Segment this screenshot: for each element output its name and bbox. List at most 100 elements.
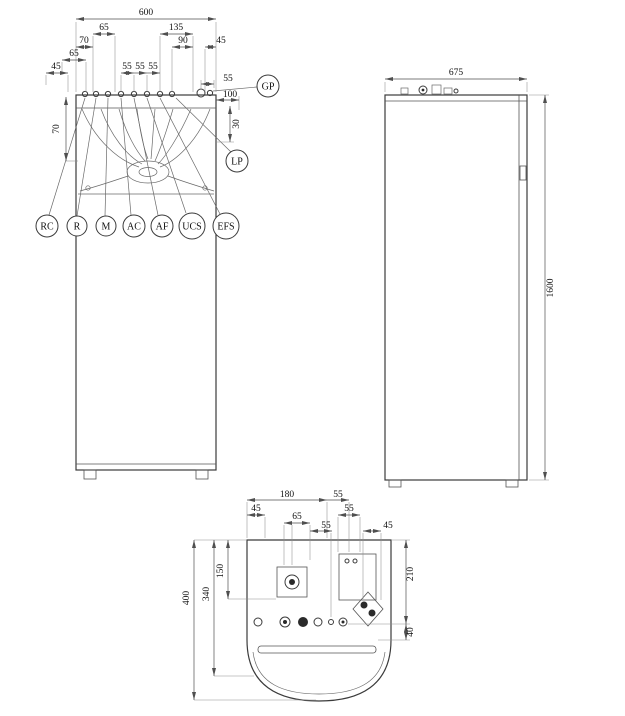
plan-dim-45-b: 45: [363, 521, 393, 533]
side-cabinet-outline: [384, 94, 528, 488]
plan-dim-40: 40: [404, 624, 416, 640]
plan-dim-65: 65: [284, 512, 310, 525]
plan-front-slot: [257, 645, 377, 654]
side-cabinet-body: [384, 94, 528, 481]
port-label-ucs-text: UCS: [182, 222, 201, 233]
port-label-ac-text: AC: [127, 222, 141, 233]
port-label-gp-text: GP: [262, 82, 275, 93]
port-label-efs: EFS: [212, 212, 240, 240]
port-label-r-text: R: [74, 222, 81, 233]
front-left-foot: [83, 469, 97, 480]
front-dim-70-top-value: 70: [79, 36, 89, 46]
port-label-rc-text: RC: [40, 222, 54, 233]
plan-extension-lines: [194, 502, 410, 701]
side-top-fittings: [400, 84, 459, 95]
front-dim-45-right: 45: [205, 36, 226, 49]
front-dim-30-value: 30: [232, 119, 242, 129]
plan-dim-400: 400: [182, 540, 196, 700]
plan-components: [253, 553, 384, 628]
plan-dim-55-b: 55: [338, 504, 360, 517]
plan-dim-180-value: 180: [280, 490, 295, 500]
port-label-ac: AC: [122, 214, 146, 238]
plan-view: 180 55 45 55 65 55: [182, 490, 416, 702]
front-dim-100: 100: [216, 90, 239, 102]
side-right-foot: [505, 479, 519, 488]
port-label-m: M: [95, 215, 117, 237]
port-label-r: R: [66, 215, 88, 237]
plan-dim-55-c: 55: [310, 521, 332, 533]
side-dim-1600-value: 1600: [546, 278, 556, 297]
front-dim-100-value: 100: [223, 90, 238, 100]
plan-body: [246, 539, 392, 702]
plan-dim-65-value: 65: [292, 512, 302, 522]
port-label-efs-text: EFS: [217, 222, 234, 233]
side-dim-1600: 1600: [543, 95, 556, 480]
front-port-labels: GP LP RC R M AC: [35, 74, 280, 240]
front-dim-55-triple: 55 55 55: [121, 62, 160, 75]
side-dim-675: 675: [385, 68, 527, 81]
front-dim-65-left-value: 65: [69, 49, 79, 59]
plan-dim-180: 180: [247, 490, 327, 502]
front-dim-30: 30: [228, 106, 242, 142]
front-dimensions: 600 65 135 70 90 45: [46, 8, 242, 161]
front-dim-55-gp: 55: [201, 74, 233, 86]
front-dim-65-top: 65: [93, 23, 115, 36]
plan-dim-150: 150: [216, 540, 230, 599]
plan-diamond-plate: [352, 591, 384, 627]
front-dim-65-top-value: 65: [99, 23, 109, 33]
port-label-af-text: AF: [156, 222, 169, 233]
front-dim-45-left: 45: [46, 62, 68, 75]
plan-dim-210: 210: [404, 540, 416, 624]
plan-dim-340: 340: [202, 540, 216, 676]
side-dimensions: 675 1600: [385, 68, 556, 480]
plan-dim-45-a-value: 45: [251, 504, 261, 514]
front-dim-65-left: 65: [62, 49, 86, 62]
front-dim-70-side: 70: [52, 97, 68, 161]
port-label-ucs: UCS: [178, 212, 206, 240]
plan-dim-55-b-value: 55: [344, 504, 354, 514]
plan-outline: [246, 539, 392, 702]
front-dim-90: 90: [172, 36, 193, 49]
port-label-rc: RC: [35, 214, 59, 238]
port-label-m-text: M: [102, 222, 111, 233]
front-dim-70-side-value: 70: [52, 124, 62, 134]
port-label-af: AF: [150, 214, 174, 238]
port-label-gp: GP: [256, 74, 280, 98]
plan-dim-40-value: 40: [406, 627, 416, 637]
front-cabinet-body: [75, 94, 217, 471]
front-dim-55-gp-value: 55: [223, 74, 233, 84]
plan-dim-45-b-value: 45: [383, 521, 393, 531]
front-view: GP LP RC R M AC: [35, 8, 280, 480]
front-dim-55-a-value: 55: [122, 62, 132, 72]
front-dim-600-value: 600: [139, 8, 154, 18]
plan-dim-210-value: 210: [406, 567, 416, 582]
plan-junction-box: [276, 566, 308, 598]
front-dim-135-value: 135: [169, 23, 184, 33]
plan-inner-curve: [252, 651, 386, 695]
side-hinge-detail: [519, 165, 527, 181]
port-label-lp: LP: [225, 149, 249, 173]
front-dim-135: 135: [160, 23, 193, 36]
plan-dim-55-c-value: 55: [321, 521, 331, 531]
plan-dim-55-a: 55: [327, 490, 349, 502]
front-dim-55-c-value: 55: [148, 62, 158, 72]
front-dim-45-right-value: 45: [216, 36, 226, 46]
side-view: 675 1600: [384, 68, 556, 488]
side-dim-675-value: 675: [449, 68, 464, 78]
front-dim-55-b-value: 55: [135, 62, 145, 72]
front-dim-70-top: 70: [76, 36, 93, 49]
plan-dimensions: 180 55 45 55 65 55: [182, 490, 416, 700]
plan-dim-400-value: 400: [182, 591, 192, 606]
plan-dim-45-a: 45: [247, 504, 265, 517]
plan-dim-55-a-value: 55: [333, 490, 343, 500]
front-dim-600: 600: [76, 8, 216, 21]
side-left-foot: [388, 479, 402, 488]
plan-dim-340-value: 340: [202, 587, 212, 602]
port-label-lp-text: LP: [231, 157, 243, 168]
plan-control-box: [338, 553, 377, 601]
front-dim-45-left-value: 45: [51, 62, 61, 72]
front-extension-lines: [45, 22, 240, 162]
front-dim-90-value: 90: [178, 36, 188, 46]
